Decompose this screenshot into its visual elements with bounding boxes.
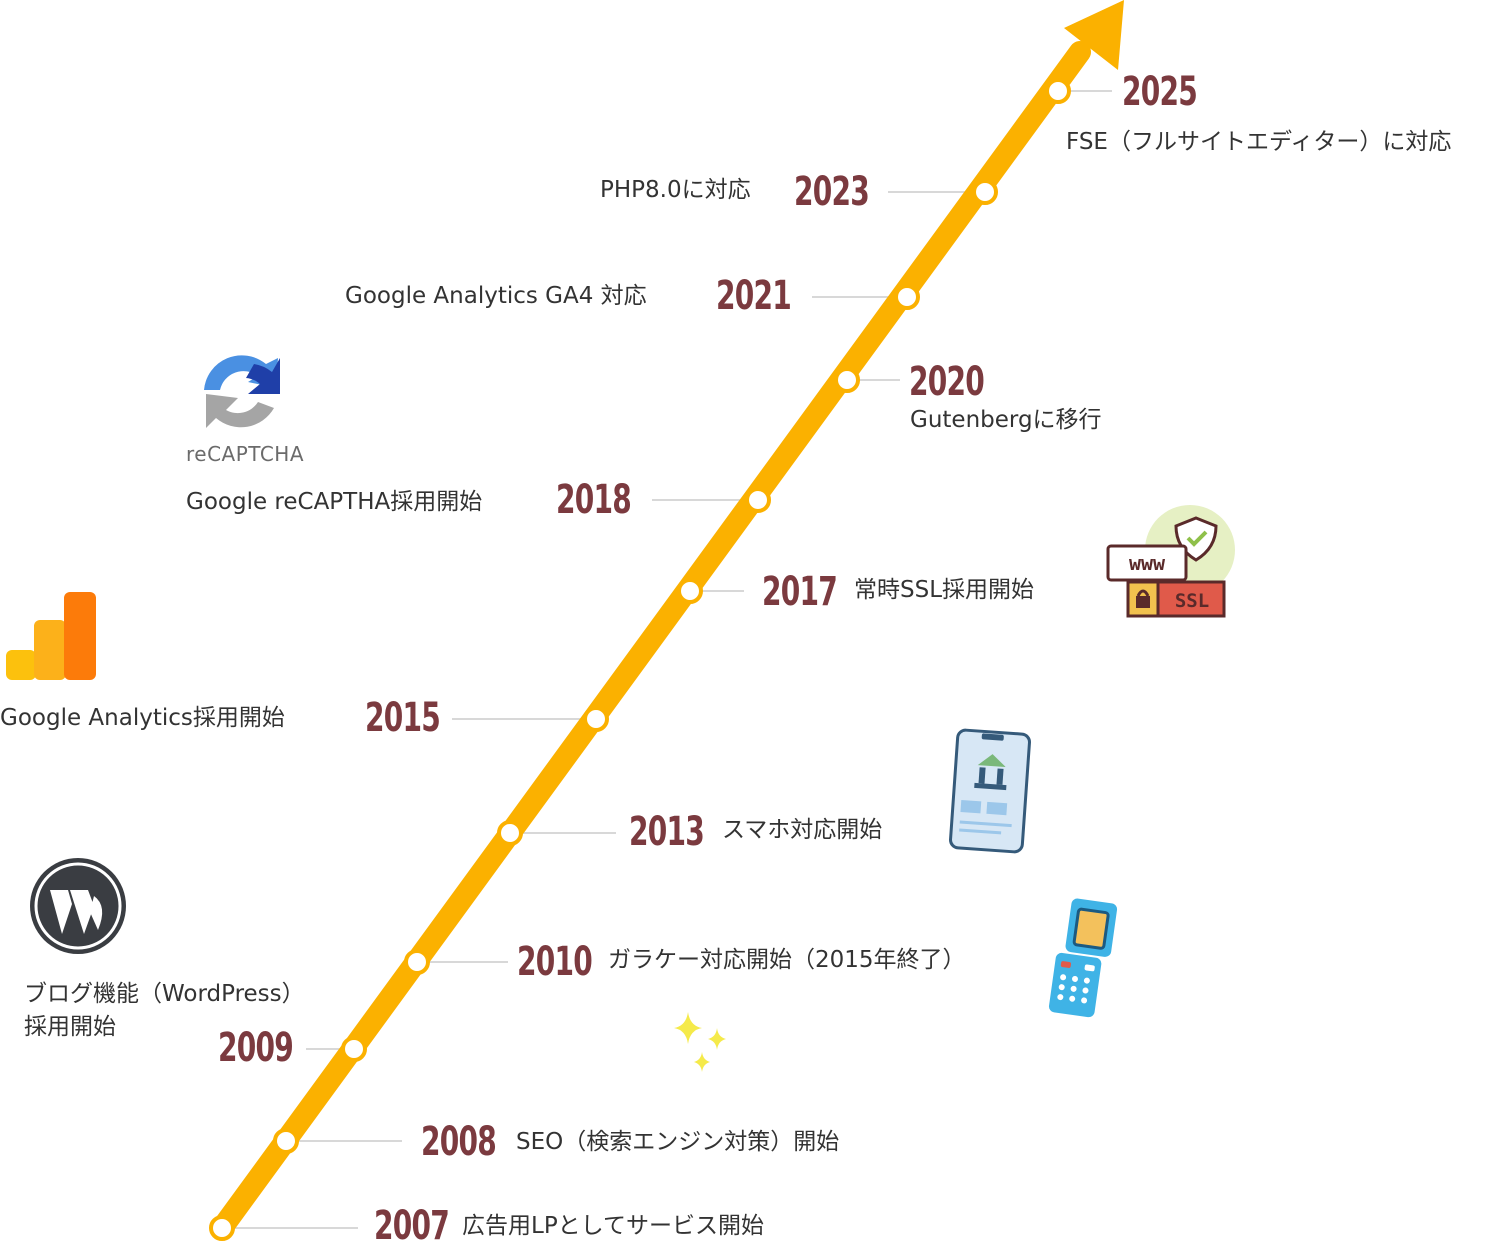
year-2013: 2013 <box>629 809 705 855</box>
event-label-2008: SEO（検索エンジン対策）開始 <box>516 1129 840 1155</box>
event-label-2007: 広告用LPとしてサービス開始 <box>462 1213 764 1239</box>
year-2018: 2018 <box>556 477 632 523</box>
year-2023: 2023 <box>794 169 870 215</box>
year-2020: 2020 <box>909 359 985 405</box>
sparkle-icon <box>674 1012 726 1072</box>
event-label-2021: Google Analytics GA4 対応 <box>345 283 647 309</box>
year-2007: 2007 <box>374 1203 450 1249</box>
timeline-arrowhead <box>1064 0 1124 70</box>
connector-lines <box>232 90 1112 1229</box>
ssl-text: SSL <box>1175 590 1209 612</box>
timeline-node-2020 <box>834 367 860 393</box>
event-label-2025: FSE（フルサイトエディター）に対応 <box>1066 129 1452 155</box>
event-label-2018: Google reCAPTHA採用開始 <box>186 489 483 515</box>
event-label-2017: 常時SSL採用開始 <box>854 577 1035 603</box>
timeline-arrow <box>211 0 1124 1239</box>
event-label-2013: スマホ対応開始 <box>722 817 883 843</box>
year-2009: 2009 <box>218 1025 294 1071</box>
year-2010: 2010 <box>517 939 593 985</box>
ssl-badge-icon: www SSL <box>1104 504 1239 624</box>
year-2008: 2008 <box>421 1119 497 1165</box>
timeline-node-2013 <box>497 820 523 846</box>
wordpress-logo <box>28 856 128 956</box>
year-2021: 2021 <box>716 273 792 319</box>
timeline-line <box>211 41 1091 1239</box>
event-label-2009-line2: 採用開始 <box>24 1014 116 1041</box>
ssl-www-text: www <box>1129 551 1166 575</box>
year-2015: 2015 <box>365 695 441 741</box>
event-label-2020: Gutenbergに移行 <box>910 407 1102 433</box>
flip-phone-icon <box>1046 898 1122 1020</box>
event-label-2009-line1: ブログ機能（WordPress） <box>24 981 305 1007</box>
event-label-2015: Google Analytics採用開始 <box>0 705 285 731</box>
timeline-node-2023 <box>972 179 998 205</box>
recaptcha-logo: reCAPTCHA <box>180 350 310 470</box>
timeline-node-2007 <box>209 1215 235 1241</box>
timeline-nodes <box>209 78 1071 1241</box>
event-label-2023: PHP8.0に対応 <box>600 177 751 203</box>
timeline-node-2018 <box>745 487 771 513</box>
recaptcha-logo-text: reCAPTCHA <box>186 442 305 466</box>
year-2025: 2025 <box>1122 69 1198 115</box>
google-analytics-logo <box>6 592 96 682</box>
timeline-node-2021 <box>894 284 920 310</box>
year-2017: 2017 <box>762 569 838 615</box>
timeline-node-2015 <box>583 706 609 732</box>
timeline-node-2017 <box>677 578 703 604</box>
smartphone-icon <box>948 728 1032 854</box>
event-label-2010: ガラケー対応開始（2015年終了） <box>608 947 966 973</box>
recaptcha-arrows-icon <box>204 355 280 428</box>
timeline-node-2008 <box>273 1128 299 1154</box>
timeline-node-2025 <box>1045 78 1071 104</box>
event-label-2009: ブログ機能（WordPress） 採用開始 <box>24 978 305 1045</box>
timeline-node-2009 <box>341 1036 367 1062</box>
timeline-node-2010 <box>404 949 430 975</box>
